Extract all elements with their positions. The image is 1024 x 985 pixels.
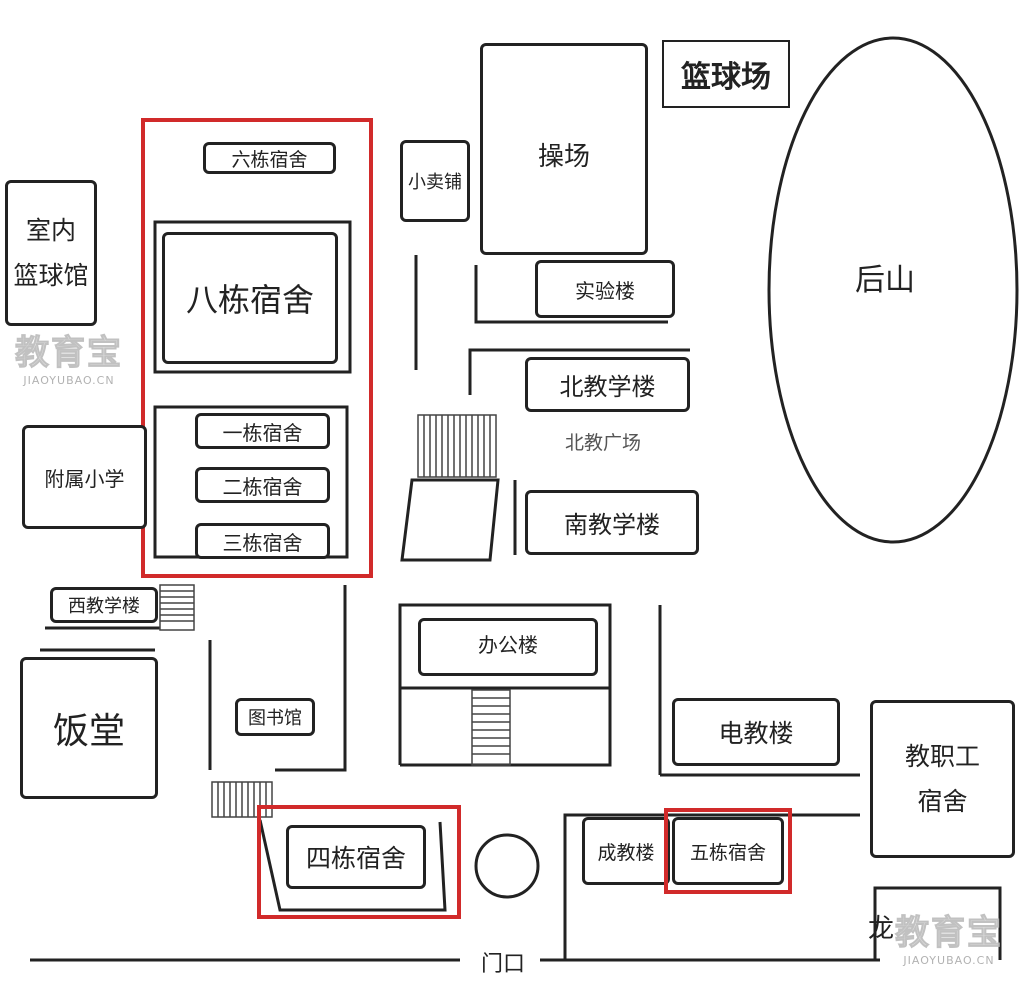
dorm-4: 四栋宿舍 [286, 825, 426, 889]
primary-school: 附属小学 [22, 425, 147, 529]
hill-ellipse [767, 36, 1019, 544]
dorm-6: 六栋宿舍 [203, 142, 336, 174]
adult-education-building: 成教楼 [582, 817, 670, 885]
canteen: 饭堂 [20, 657, 158, 799]
playground: 操场 [480, 43, 648, 255]
dorm-2: 二栋宿舍 [195, 467, 330, 503]
west-teaching-building: 西教学楼 [50, 587, 158, 623]
dorm-3: 三栋宿舍 [195, 523, 330, 559]
shop: 小卖铺 [400, 140, 470, 222]
dorm-8: 八栋宿舍 [162, 232, 338, 364]
north-plaza-label: 北教广场 [565, 432, 642, 454]
office-building: 办公楼 [418, 618, 598, 676]
longmen-label: 龙 [868, 914, 895, 944]
dorm-1: 一栋宿舍 [195, 413, 330, 449]
south-teaching-building: 南教学楼 [525, 490, 699, 555]
indoor-gym: 室内 篮球馆 [5, 180, 97, 326]
staff-dorm: 教职工 宿舍 [870, 700, 1015, 858]
dorm-5: 五栋宿舍 [672, 817, 784, 885]
highlight-dorm-cluster [141, 118, 373, 578]
highlight-dorm-5 [664, 808, 792, 894]
hill-label: 后山 [855, 263, 915, 298]
gate-label: 门口 [475, 946, 532, 978]
highlight-dorm-4 [257, 805, 461, 919]
library: 图书馆 [235, 698, 315, 736]
av-building: 电教楼 [672, 698, 840, 766]
lab-building: 实验楼 [535, 260, 675, 318]
basketball-court: 篮球场 [662, 40, 790, 108]
north-teaching-building: 北教学楼 [525, 357, 690, 412]
